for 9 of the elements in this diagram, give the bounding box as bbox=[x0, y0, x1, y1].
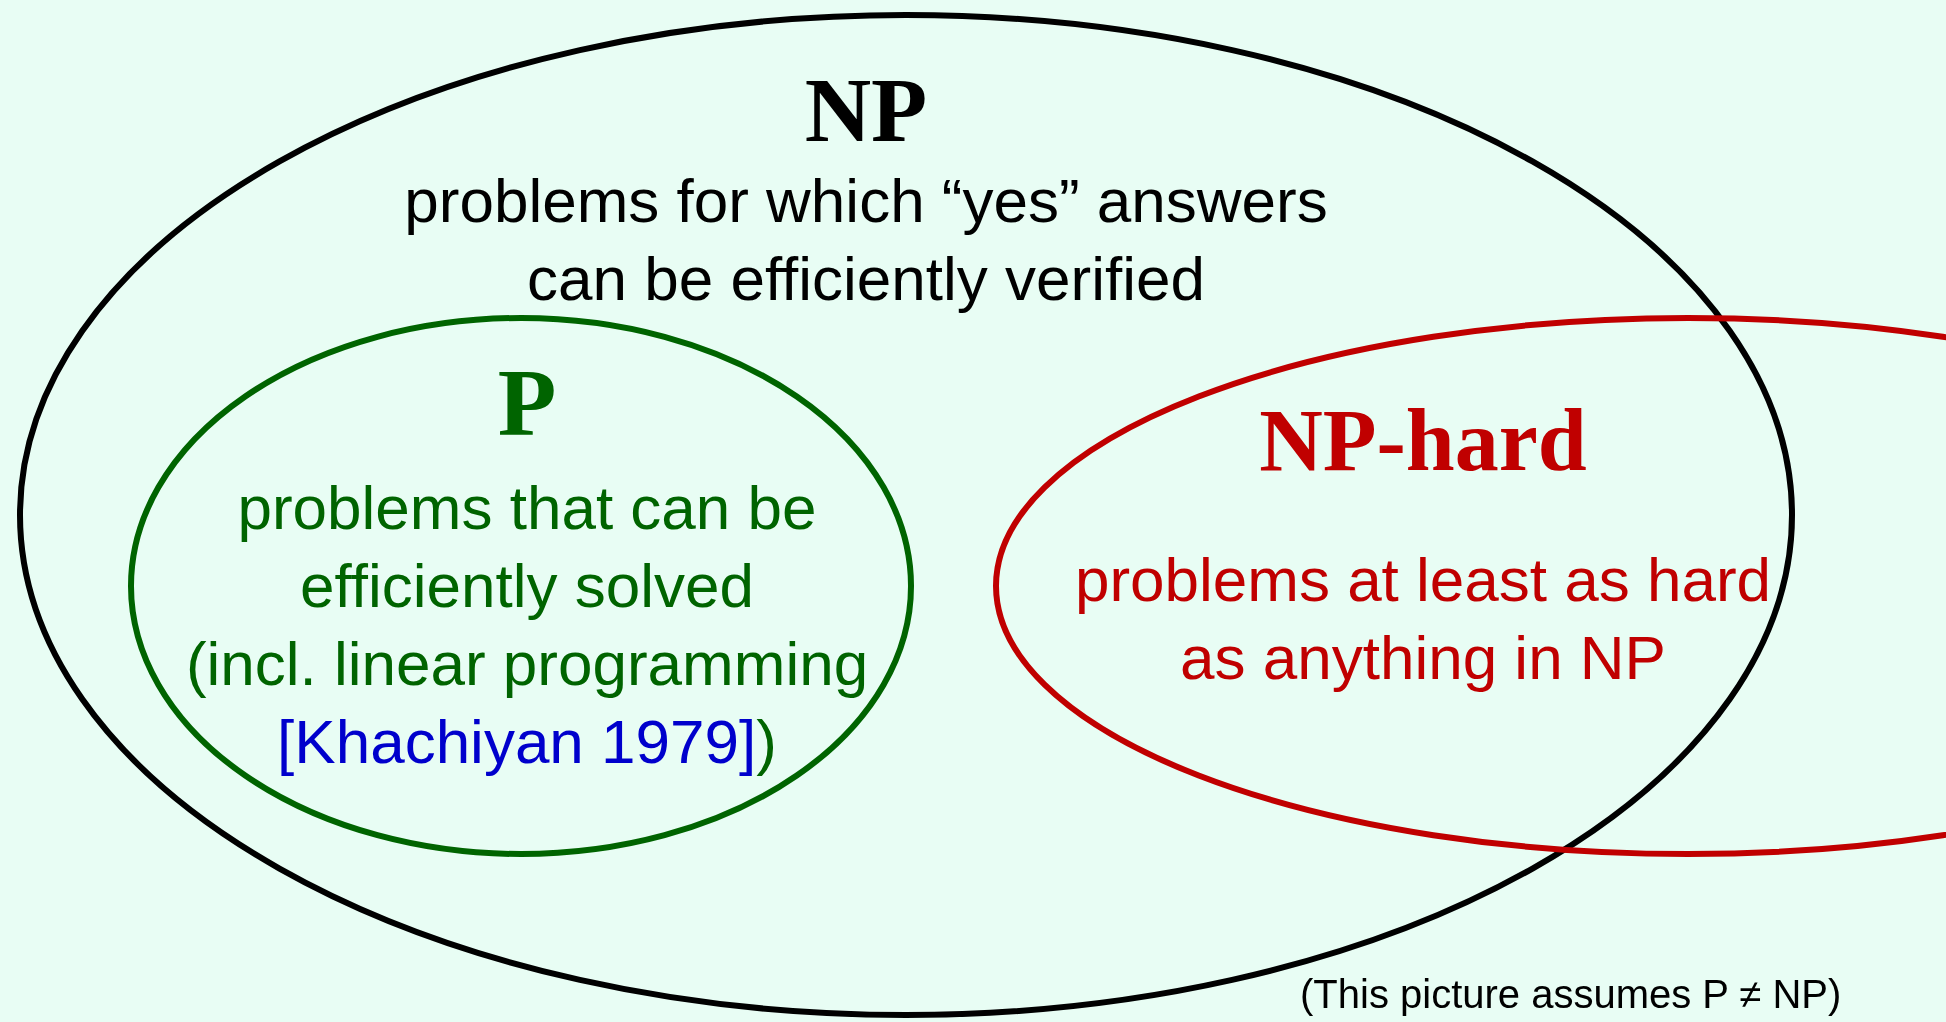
description-text: problems for which “yes” answers can be efficiently verified bbox=[403, 165, 1329, 315]
set-title: NP bbox=[804, 64, 928, 156]
description-text: (incl. linear programming [Khachiyan 1979]) bbox=[184, 628, 870, 778]
description-text: problems that can be efficiently solved bbox=[236, 472, 818, 622]
description-text: problems at least as hard as anything in NP bbox=[1073, 544, 1773, 694]
set-title: P bbox=[497, 355, 557, 451]
set-title: NP-hard bbox=[1259, 397, 1587, 485]
citation-link: [Khachiyan 1979] bbox=[277, 707, 757, 776]
footnote-text: (This picture assumes P ≠ NP) bbox=[1300, 972, 1842, 1017]
